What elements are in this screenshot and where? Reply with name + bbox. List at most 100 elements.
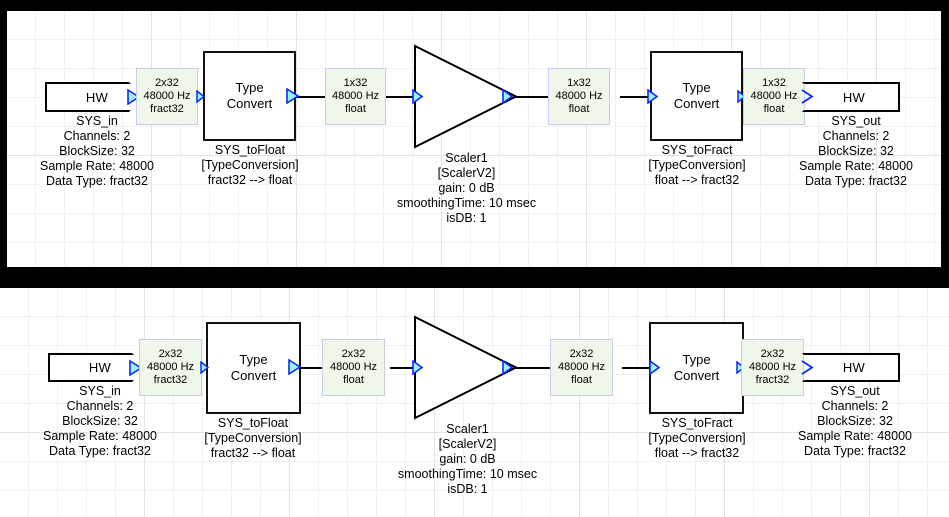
caption-sys-out-line-4: Data Type: fract32 bbox=[805, 174, 907, 188]
signal-dims: 2x32 bbox=[569, 348, 594, 360]
caption-sys-tofract-line-2: float --> fract32 bbox=[654, 173, 740, 187]
block-sys-tofloat-label-line2: Convert bbox=[226, 96, 273, 111]
caption-sys-out-line-3: Sample Rate: 48000 bbox=[798, 429, 912, 443]
caption-sys-in-line-1: Channels: 2 bbox=[66, 399, 134, 413]
top-black-margin bbox=[0, 0, 949, 11]
wire-sig3-to-tofract bbox=[622, 367, 660, 369]
left-black-margin bbox=[0, 0, 7, 267]
caption-sys-tofloat: SYS_toFloat [TypeConversion] fract32 -->… bbox=[173, 416, 333, 461]
signal-type: float bbox=[571, 374, 592, 386]
caption-sys-in-line-2: BlockSize: 32 bbox=[62, 414, 138, 428]
signal-dims: 1x32 bbox=[567, 77, 591, 89]
caption-sys-tofract-line-2: float --> fract32 bbox=[654, 446, 740, 460]
caption-sys-out-line-0: SYS_out bbox=[830, 384, 880, 398]
signal-rate: 48000 Hz bbox=[146, 361, 195, 373]
caption-sys-tofloat-line-0: SYS_toFloat bbox=[214, 143, 286, 157]
caption-sys-out-line-4: Data Type: fract32 bbox=[804, 444, 906, 458]
wire-scaler-to-sig3 bbox=[512, 96, 550, 98]
block-sys-tofract-label-line2: Convert bbox=[673, 96, 720, 111]
caption-sys-in-line-3: Sample Rate: 48000 bbox=[40, 159, 154, 173]
signal-type: float bbox=[343, 374, 364, 386]
caption-sys-tofloat-line-1: [TypeConversion] bbox=[201, 158, 299, 172]
caption-sys-out-line-1: Channels: 2 bbox=[821, 399, 889, 413]
caption-sys-out-line-2: BlockSize: 32 bbox=[818, 144, 894, 158]
signal-type: float bbox=[568, 103, 590, 115]
signal-dims: 2x32 bbox=[760, 348, 785, 360]
signal-label-bottom-4[interactable]: 2x32 48000 Hz fract32 bbox=[741, 339, 804, 396]
diagram-canvas-top[interactable]: HW SYS_in Channels: 2 BlockSize: 32 Samp… bbox=[7, 11, 941, 267]
signal-label-top-2[interactable]: 1x32 48000 Hz float bbox=[325, 68, 386, 125]
signal-label-bottom-1[interactable]: 2x32 48000 Hz fract32 bbox=[139, 339, 202, 396]
caption-sys-tofract-line-1: [TypeConversion] bbox=[648, 431, 746, 445]
wire-sig2-to-scaler bbox=[390, 367, 416, 369]
caption-sys-tofract: SYS_toFract [TypeConversion] float --> f… bbox=[617, 416, 777, 461]
signal-label-top-3[interactable]: 1x32 48000 Hz float bbox=[548, 68, 610, 125]
caption-sys-tofloat-line-2: fract32 --> float bbox=[210, 446, 296, 460]
wire-scaler-to-sig3 bbox=[512, 367, 552, 369]
block-sys-tofract-label-line2: Convert bbox=[673, 368, 720, 383]
signal-rate: 48000 Hz bbox=[329, 361, 378, 373]
caption-sys-in-line-3: Sample Rate: 48000 bbox=[43, 429, 157, 443]
panel-separator-bar bbox=[0, 267, 949, 288]
signal-dims: 1x32 bbox=[343, 77, 368, 89]
caption-sys-tofract-line-0: SYS_toFract bbox=[661, 416, 733, 430]
block-sys-tofloat[interactable]: Type Convert bbox=[206, 322, 301, 414]
caption-sys-tofloat-line-1: [TypeConversion] bbox=[204, 431, 302, 445]
signal-rate: 48000 Hz bbox=[557, 361, 606, 373]
caption-scaler1: Scaler1 [ScalerV2] gain: 0 dB smoothingT… bbox=[360, 422, 575, 497]
caption-sys-out: SYS_out Channels: 2 BlockSize: 32 Sample… bbox=[761, 114, 941, 189]
signal-label-top-4[interactable]: 1x32 48000 Hz float bbox=[743, 68, 805, 125]
block-sys-in-label: HW bbox=[88, 360, 112, 375]
caption-sys-in-line-4: Data Type: fract32 bbox=[49, 444, 151, 458]
signal-label-bottom-3[interactable]: 2x32 48000 Hz float bbox=[550, 339, 613, 396]
caption-sys-tofloat-line-0: SYS_toFloat bbox=[217, 416, 289, 430]
block-sys-out-label: HW bbox=[842, 89, 866, 105]
caption-sys-out-line-3: Sample Rate: 48000 bbox=[799, 159, 913, 173]
signal-rate: 48000 Hz bbox=[748, 361, 797, 373]
signal-type: fract32 bbox=[150, 103, 184, 115]
caption-scaler1-line-4: isDB: 1 bbox=[446, 211, 487, 225]
caption-scaler1-line-0: Scaler1 bbox=[445, 151, 488, 165]
block-sys-tofract[interactable]: Type Convert bbox=[649, 322, 744, 414]
block-sys-tofloat-label-line1: Type bbox=[239, 352, 268, 367]
block-sys-tofract[interactable]: Type Convert bbox=[650, 51, 743, 141]
signal-type: fract32 bbox=[755, 374, 790, 386]
caption-sys-tofract-line-1: [TypeConversion] bbox=[648, 158, 746, 172]
caption-sys-in-line-1: Channels: 2 bbox=[63, 129, 131, 143]
caption-scaler1-line-1: [ScalerV2] bbox=[438, 437, 497, 451]
caption-scaler1-line-4: isDB: 1 bbox=[447, 482, 488, 496]
caption-sys-out-line-1: Channels: 2 bbox=[822, 129, 890, 143]
caption-scaler1-line-1: [ScalerV2] bbox=[437, 166, 496, 180]
block-sys-in[interactable]: HW bbox=[45, 82, 143, 112]
signal-type: fract32 bbox=[153, 374, 188, 386]
caption-sys-in: SYS_in Channels: 2 BlockSize: 32 Sample … bbox=[5, 384, 195, 459]
block-sys-tofloat[interactable]: Type Convert bbox=[203, 51, 296, 141]
signal-rate: 48000 Hz bbox=[555, 90, 603, 102]
wire-tofloat-to-sig2 bbox=[298, 367, 322, 369]
signal-dims: 1x32 bbox=[762, 77, 786, 89]
caption-sys-in-line-2: BlockSize: 32 bbox=[59, 144, 135, 158]
signal-label-bottom-2[interactable]: 2x32 48000 Hz float bbox=[322, 339, 385, 396]
block-sys-out[interactable]: HW bbox=[802, 353, 900, 382]
block-sys-tofloat-label-line2: Convert bbox=[230, 368, 277, 383]
signal-type: float bbox=[763, 103, 785, 115]
right-black-margin bbox=[941, 0, 949, 267]
wire-sig2-to-scaler bbox=[385, 96, 415, 98]
diagram-canvas-bottom[interactable]: HW SYS_in Channels: 2 BlockSize: 32 Samp… bbox=[0, 288, 949, 517]
signal-type: float bbox=[345, 103, 366, 115]
caption-scaler1-line-2: gain: 0 dB bbox=[438, 181, 495, 195]
signal-label-top-1[interactable]: 2x32 48000 Hz fract32 bbox=[136, 68, 198, 125]
block-sys-in-label: HW bbox=[85, 89, 109, 105]
caption-sys-tofract: SYS_toFract [TypeConversion] float --> f… bbox=[617, 143, 777, 188]
caption-scaler1: Scaler1 [ScalerV2] gain: 0 dB smoothingT… bbox=[359, 151, 574, 226]
wire-tofloat-to-sig2 bbox=[296, 96, 332, 98]
caption-sys-tofloat: SYS_toFloat [TypeConversion] fract32 -->… bbox=[170, 143, 330, 188]
caption-scaler1-line-3: smoothingTime: 10 msec bbox=[396, 196, 537, 210]
block-sys-out[interactable]: HW bbox=[802, 82, 900, 112]
signal-dims: 2x32 bbox=[341, 348, 366, 360]
signal-rate: 48000 Hz bbox=[750, 90, 798, 102]
caption-sys-out-line-2: BlockSize: 32 bbox=[817, 414, 893, 428]
caption-scaler1-line-2: gain: 0 dB bbox=[439, 452, 496, 466]
caption-sys-in-line-0: SYS_in bbox=[76, 114, 118, 128]
